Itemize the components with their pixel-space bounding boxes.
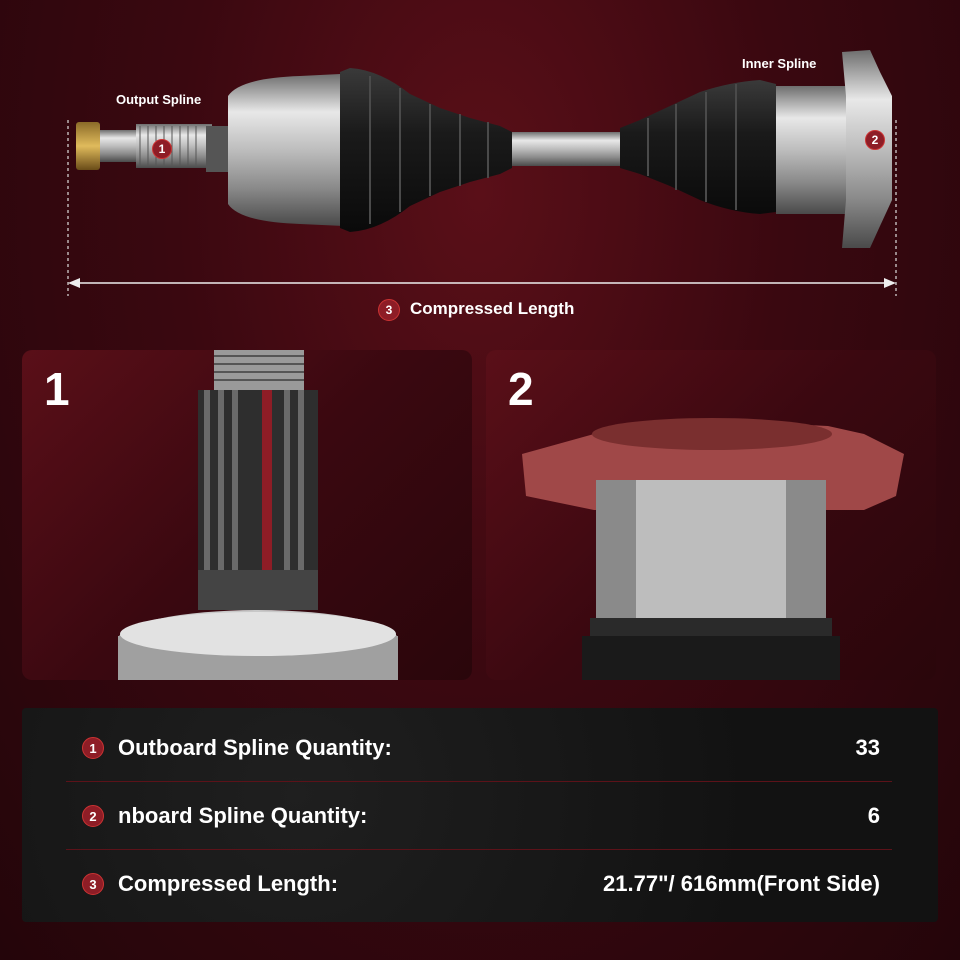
spec-label: Compressed Length: [118, 871, 339, 896]
spec-row-inboard: 2 nboard Spline Quantity: 6 [22, 782, 938, 850]
panel-number-2: 2 [508, 363, 534, 415]
compressed-length-label: Compressed Length [410, 299, 575, 318]
spec-row-outboard: 1 Outboard Spline Quantity: 33 [22, 714, 938, 782]
output-spline-badge: 1 [152, 139, 172, 159]
detail-panel-inner-spline: 2 [486, 350, 936, 680]
spec-row-compressed-length: 3 Compressed Length: 21.77"/ 616mm(Front… [22, 850, 938, 918]
spec-badge: 2 [82, 805, 104, 827]
spec-table: 1 Outboard Spline Quantity: 33 2 nboard … [22, 708, 938, 922]
spec-badge: 3 [82, 873, 104, 895]
output-spline-closeup [118, 350, 398, 680]
spec-value: 21.77"/ 616mm(Front Side) [603, 871, 880, 896]
detail-panel-output-spline: 1 [22, 350, 472, 680]
inner-spline-badge: 2 [865, 130, 885, 150]
spec-divider [66, 849, 892, 850]
output-spline-label: Output Spline [116, 92, 202, 107]
inner-spline-closeup [522, 418, 904, 680]
spec-label: Outboard Spline Quantity: [118, 735, 392, 760]
compressed-length-badge: 3 [378, 299, 400, 321]
spec-divider [66, 781, 892, 782]
axle-illustration: Output Spline Inner Spline 1 2 3 Compres… [0, 0, 960, 340]
spec-label: nboard Spline Quantity: [118, 803, 368, 828]
spec-value: 33 [855, 735, 880, 760]
axle-nut [76, 122, 100, 170]
panel-number-1: 1 [44, 363, 70, 415]
spec-badge: 1 [82, 737, 104, 759]
cv-axle-image [67, 50, 897, 296]
inner-spline-label: Inner Spline [742, 56, 817, 71]
spec-value: 6 [867, 803, 880, 828]
